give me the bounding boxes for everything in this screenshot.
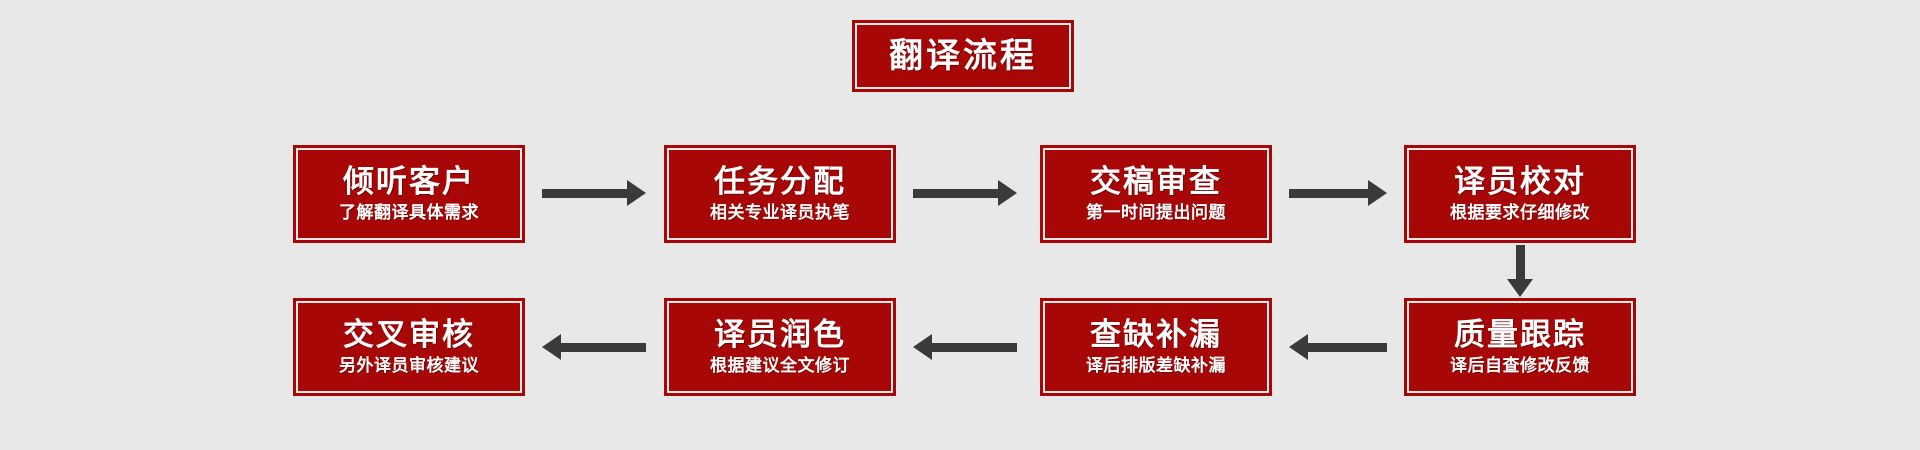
- arrow-right-icon-step1-step2: [542, 178, 646, 208]
- flow-step-3[interactable]: 交稿审查 第一时间提出问题: [1040, 145, 1272, 243]
- arrow-right-icon-step3-step4: [1289, 178, 1387, 208]
- flow-step-3-subtitle: 第一时间提出问题: [1086, 202, 1226, 223]
- arrow-down-icon-step4-step5: [1507, 245, 1533, 297]
- flow-step-8-title: 交叉审核: [343, 316, 475, 353]
- flowchart-title-text: 翻译流程: [889, 35, 1037, 76]
- flow-step-4-title: 译员校对: [1454, 163, 1586, 200]
- flow-step-2-subtitle: 相关专业译员执笔: [710, 202, 850, 223]
- flow-step-3-title: 交稿审查: [1090, 163, 1222, 200]
- flow-step-7-title: 译员润色: [714, 316, 846, 353]
- flow-step-1-title: 倾听客户: [343, 163, 475, 200]
- flow-step-8[interactable]: 交叉审核 另外译员审核建议: [293, 298, 525, 396]
- flow-step-5[interactable]: 质量跟踪 译后自查修改反馈: [1404, 298, 1636, 396]
- flow-step-6[interactable]: 查缺补漏 译后排版差缺补漏: [1040, 298, 1272, 396]
- flow-step-6-subtitle: 译后排版差缺补漏: [1086, 355, 1226, 376]
- flow-step-2-title: 任务分配: [714, 163, 846, 200]
- arrow-left-icon-step6-step7: [913, 332, 1017, 362]
- flow-step-5-title: 质量跟踪: [1454, 316, 1586, 353]
- flow-step-2[interactable]: 任务分配 相关专业译员执笔: [664, 145, 896, 243]
- flowchart-title-box: 翻译流程: [852, 20, 1074, 92]
- flow-step-1-subtitle: 了解翻译具体需求: [339, 202, 479, 223]
- flow-step-4[interactable]: 译员校对 根据要求仔细修改: [1404, 145, 1636, 243]
- arrow-left-icon-step7-step8: [542, 332, 646, 362]
- flow-step-4-subtitle: 根据要求仔细修改: [1450, 202, 1590, 223]
- flow-step-5-subtitle: 译后自查修改反馈: [1450, 355, 1590, 376]
- flow-step-1[interactable]: 倾听客户 了解翻译具体需求: [293, 145, 525, 243]
- flow-step-6-title: 查缺补漏: [1090, 316, 1222, 353]
- flow-step-7-subtitle: 根据建议全文修订: [710, 355, 850, 376]
- flow-step-8-subtitle: 另外译员审核建议: [339, 355, 479, 376]
- arrow-left-icon-step5-step6: [1289, 332, 1387, 362]
- arrow-right-icon-step2-step3: [913, 178, 1017, 208]
- flow-step-7[interactable]: 译员润色 根据建议全文修订: [664, 298, 896, 396]
